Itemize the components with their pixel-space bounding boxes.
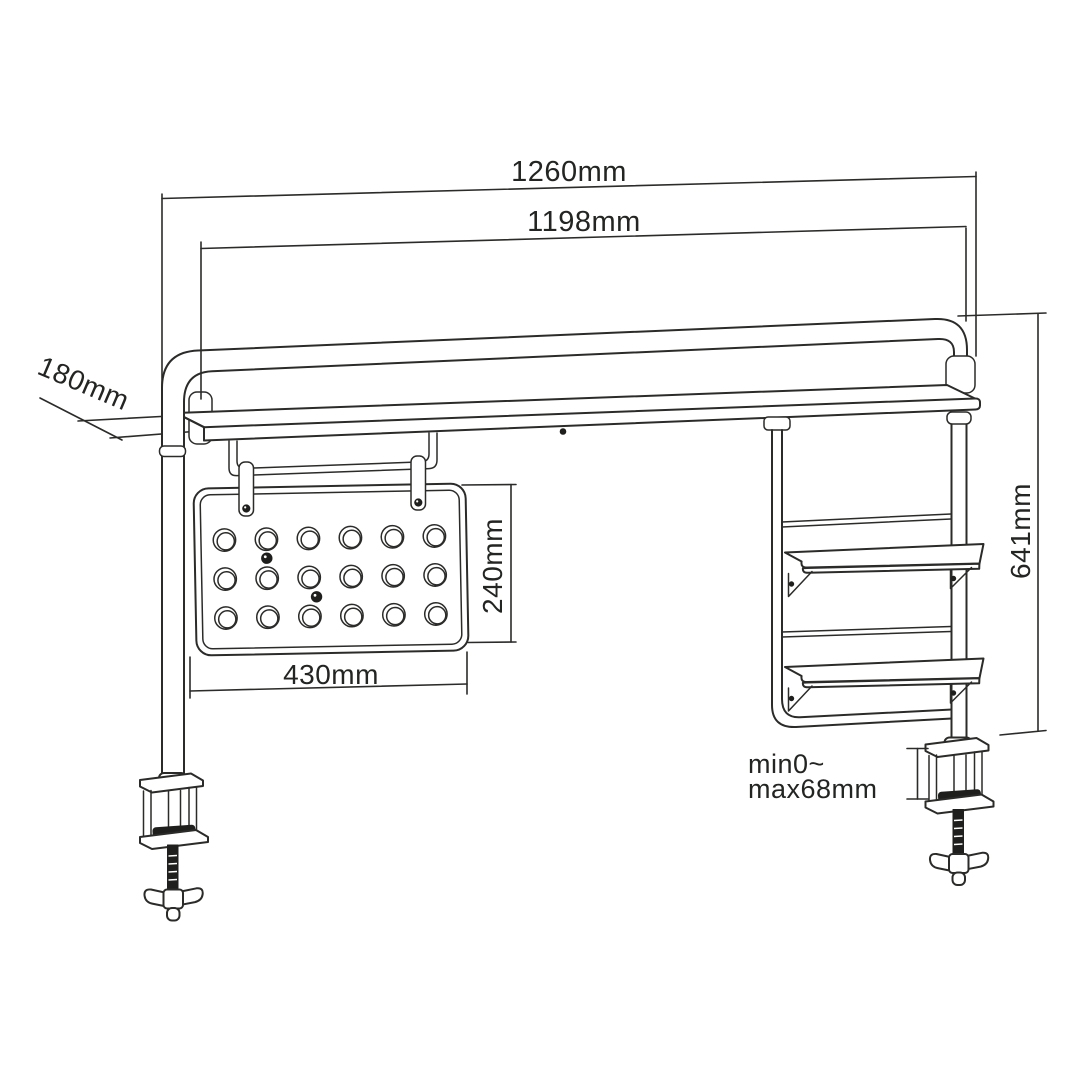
desk-shelf-front-edge [203, 397, 976, 429]
pegboard-knob-2 [310, 591, 323, 603]
side-unit-inner-tube [781, 429, 953, 719]
left-pole [158, 387, 187, 775]
pegboard-inner-frame [199, 489, 463, 650]
overall-width-dimension-line [161, 175, 977, 200]
dimension-pegboard-height: 240mm [461, 483, 517, 644]
dimension-clamp-range: min0~ max68mm [748, 747, 929, 804]
crossbar-upper [781, 513, 952, 528]
dimension-inner-width: 1198mm [200, 206, 967, 400]
dimension-pegboard-width: 430mm [189, 651, 468, 699]
frame-outer-tube [161, 317, 968, 775]
left-pole-collar [158, 445, 187, 458]
left-clamp [139, 772, 209, 922]
hook-right [410, 455, 427, 511]
dim-overall-width-label: 1260mm [511, 156, 627, 188]
depth-dimension-line [39, 397, 123, 441]
column-height-ext-bottom [999, 729, 1047, 736]
dim-pegboard-width-label: 430mm [283, 659, 379, 690]
dim-pegboard-height-label: 240mm [477, 518, 508, 614]
hook-left [238, 461, 255, 517]
frame-inner-tube [183, 337, 955, 775]
inner-width-dimension-line [200, 225, 967, 250]
desk-shelf-left-end [175, 412, 205, 442]
dim-clamp-range-line1: min0~ [748, 749, 825, 779]
desk-shelf [175, 384, 981, 442]
hanging-rail-inner [236, 432, 430, 470]
dimension-overall-width: 1260mm [161, 156, 977, 391]
dim-inner-width-label: 1198mm [527, 206, 641, 238]
pegboard-height-ext-bottom [467, 641, 517, 644]
pegboard-knob-1 [261, 552, 273, 564]
dim-depth-label: 180mm [34, 350, 134, 416]
dim-clamp-range-line2: max68mm [748, 774, 878, 804]
pegboard-width-dimension-line [189, 683, 468, 692]
side-shelf-unit [763, 411, 985, 742]
pegboard-height-ext-top [461, 483, 517, 486]
under-desk-stopper [559, 428, 567, 435]
column-height-ext-top [957, 312, 1047, 317]
right-clamp [924, 736, 995, 886]
pegboard [192, 482, 470, 657]
side-unit-top-bracket [763, 416, 791, 431]
hanging-rail [228, 432, 438, 477]
dim-column-height-label: 641mm [1005, 483, 1036, 579]
pegboard-outer-frame [192, 482, 470, 657]
side-unit-outer-tube [771, 429, 953, 729]
crossbar-lower [781, 625, 952, 638]
dimension-column-height: 641mm [957, 312, 1047, 736]
depth-extension-line-back [77, 415, 171, 422]
hanging-rail-outer [228, 432, 438, 477]
riser-frame [161, 317, 968, 775]
right-pole-collar [946, 411, 972, 425]
